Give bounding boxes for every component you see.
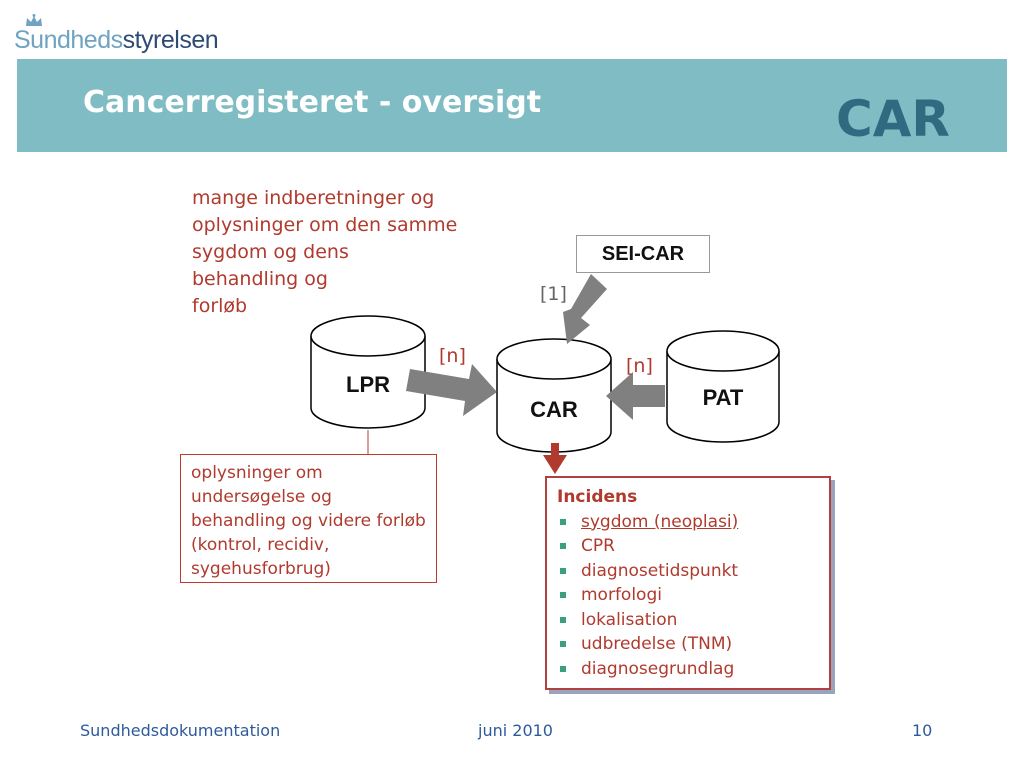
incidens-item: udbredelse (TNM) xyxy=(557,632,819,657)
incidens-item-text: diagnosetidspunkt xyxy=(581,560,739,581)
incidens-item-text: udbredelse (TNM) xyxy=(581,634,733,654)
incidens-item-text: diagnosegrundlag xyxy=(581,658,735,679)
lpr-label: LPR xyxy=(346,372,390,397)
incidens-item-text: morfologi xyxy=(581,585,662,605)
car-label: CAR xyxy=(530,397,578,422)
incidens-item-link[interactable]: sygdom (neoplasi) xyxy=(581,511,739,532)
logo-part-2: styrelsen xyxy=(122,26,219,54)
logo-part-1: Sundheds xyxy=(14,26,123,54)
sei-car-box: SEI-CAR xyxy=(576,235,710,273)
note-top: mange indberetninger og oplysninger om d… xyxy=(192,185,522,320)
bullet-icon xyxy=(560,518,566,525)
incidens-item-text: CPR xyxy=(581,536,615,556)
note-line: behandling og xyxy=(192,268,328,290)
arrow-lpr-to-car xyxy=(406,364,497,416)
cardinality-lpr: [n] xyxy=(439,345,466,367)
car-cylinder xyxy=(496,338,612,453)
note-line: forløb xyxy=(192,295,248,317)
note-line: mange indberetninger og xyxy=(192,187,435,209)
arrow-sei-to-car xyxy=(563,274,607,344)
arrow-pat-to-car xyxy=(606,372,665,420)
incidens-item[interactable]: sygdom (neoplasi) xyxy=(557,510,819,535)
incidens-item: CPR xyxy=(557,534,819,559)
incidens-item-text: lokalisation xyxy=(581,609,678,630)
pat-label: PAT xyxy=(702,385,744,410)
note-line: oplysninger om den samme xyxy=(192,214,458,236)
note-line: sygdom og dens xyxy=(192,241,349,263)
crown-icon xyxy=(26,14,42,26)
bullet-icon xyxy=(560,567,566,574)
incidens-item: morfologi xyxy=(557,583,819,608)
logo-text: Sundhedsstyrelsen xyxy=(14,26,219,55)
arrow-car-to-incidens xyxy=(543,443,567,474)
lpr-info-box: oplysninger om undersøgelse og behandlin… xyxy=(180,454,437,583)
bullet-icon xyxy=(560,592,566,598)
page-number: 10 xyxy=(912,721,933,740)
footer-date: juni 2010 xyxy=(478,721,553,740)
cardinality-sei: [1] xyxy=(540,283,567,305)
bullet-icon xyxy=(560,641,566,647)
footer-left: Sundhedsdokumentation xyxy=(80,721,281,740)
incidens-item: diagnosetidspunkt xyxy=(557,559,819,584)
header-abbreviation: CAR xyxy=(836,90,950,148)
cardinality-pat: [n] xyxy=(626,355,653,377)
incidens-item: lokalisation xyxy=(557,608,819,633)
pat-cylinder xyxy=(666,330,780,443)
bullet-icon xyxy=(560,543,566,549)
incidens-list: sygdom (neoplasi) CPR diagnosetidspunkt … xyxy=(557,510,819,682)
bullet-icon xyxy=(560,616,566,623)
incidens-title: Incidens xyxy=(557,487,638,507)
bullet-icon xyxy=(560,665,566,672)
incidens-item: diagnosegrundlag xyxy=(557,657,819,682)
slide-title: Cancerregisteret - oversigt xyxy=(83,85,542,120)
header-band xyxy=(17,59,1007,152)
incidens-box: Incidens sygdom (neoplasi) CPR diagnoset… xyxy=(545,476,831,690)
lpr-cylinder xyxy=(310,315,426,429)
